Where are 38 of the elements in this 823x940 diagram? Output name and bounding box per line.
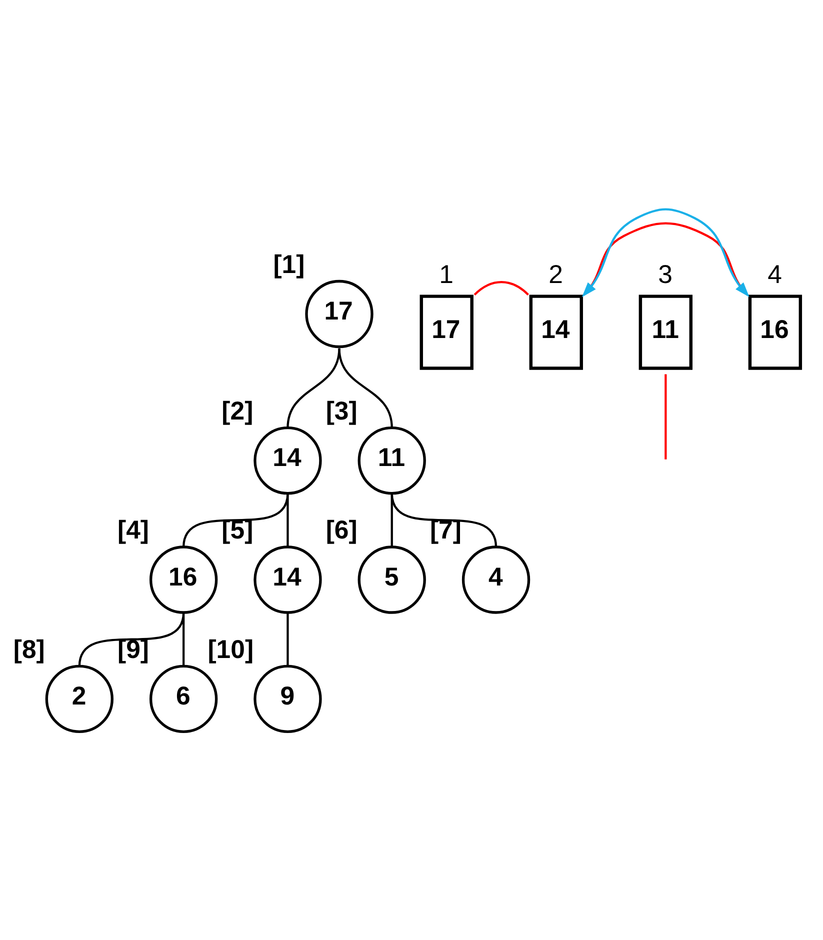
node-label: [9] (117, 635, 149, 664)
connector (286, 612, 288, 666)
node-label: [8] (12, 635, 44, 664)
node-label: [10] (207, 635, 254, 664)
node-circle: 4 (461, 545, 530, 614)
connector (664, 374, 666, 459)
node-box: 11 (638, 294, 692, 370)
node-circle: 14 (253, 545, 322, 614)
node-box: 17 (419, 294, 473, 370)
connector (286, 492, 288, 547)
node-label: [1] (272, 250, 304, 278)
node-label: [5] (221, 516, 253, 544)
node-label: [3] (325, 396, 357, 425)
node-circle: 9 (253, 664, 322, 733)
node-circle: 6 (148, 664, 218, 733)
node-label: 4 (767, 260, 782, 289)
connector (286, 348, 340, 428)
node-circle: 16 (148, 545, 218, 614)
node-box: 16 (748, 294, 802, 370)
node-circle: 5 (357, 545, 426, 614)
node-label: [2] (221, 396, 253, 425)
node-label: 1 (438, 260, 453, 289)
connector (390, 492, 497, 547)
connector (473, 280, 528, 295)
node-circle: 17 (304, 279, 373, 348)
arrow (581, 208, 749, 297)
node-circle: 11 (357, 426, 426, 494)
connector (182, 492, 288, 547)
node-label: 2 (548, 260, 562, 289)
connector (338, 348, 392, 428)
node-label: [4] (117, 516, 149, 544)
node-circle: 14 (253, 426, 322, 494)
connector (182, 612, 184, 666)
node-circle: 2 (44, 664, 113, 733)
node-box: 14 (528, 294, 582, 370)
node-label: [6] (325, 516, 357, 544)
node-label: 3 (658, 260, 672, 289)
connector (78, 612, 184, 666)
